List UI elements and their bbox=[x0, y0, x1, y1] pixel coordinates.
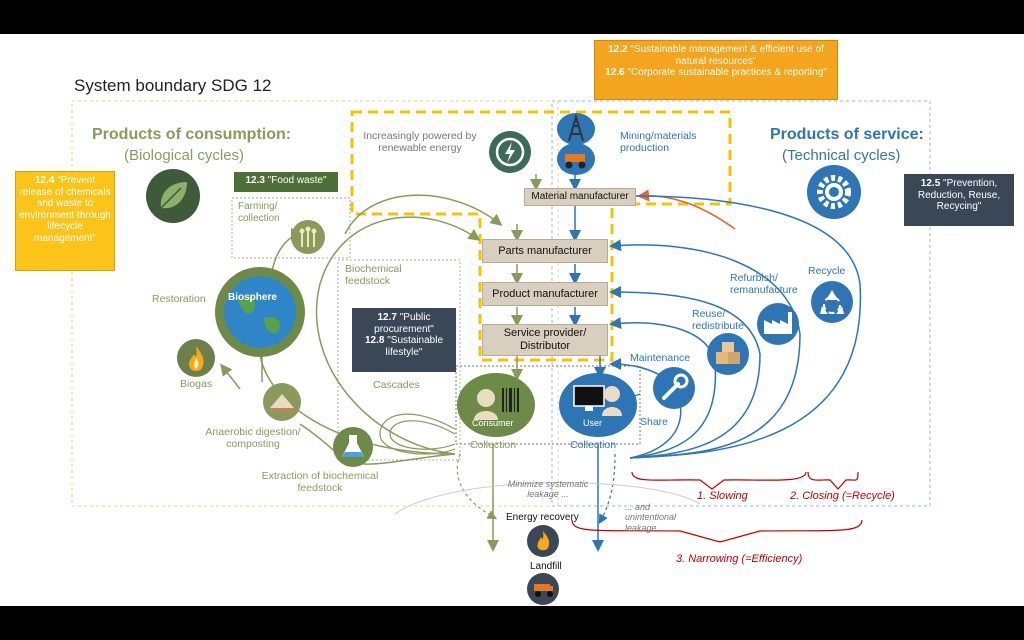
parts-manufacturer-box: Parts manufacturer bbox=[482, 239, 608, 263]
mining-label: Mining/materials production bbox=[620, 130, 697, 155]
landfill-truck-icon bbox=[527, 573, 559, 605]
callout-12-7-12-8: 12.7 "Public procurement" 12.8 "Sustaina… bbox=[352, 308, 456, 372]
extraction-label: Extraction of biochemical feedstock bbox=[261, 470, 379, 495]
callout-12-5: 12.5 "Prevention, Reduction, Reuse, Recy… bbox=[904, 174, 1014, 226]
product-manufacturer-box: Product manufacturer bbox=[482, 282, 608, 306]
reuse-label: Reuse/ redistribute bbox=[692, 308, 744, 333]
callout-12-4-text: "Prevent release of chemicals and waste … bbox=[19, 175, 111, 244]
leaf-icon bbox=[146, 169, 200, 223]
callout-12-8-number: 12.8 bbox=[364, 335, 385, 346]
farming-label: Farming/ collection bbox=[238, 201, 280, 224]
consumer-label: Consumer bbox=[472, 418, 514, 428]
computer-icon bbox=[559, 373, 637, 437]
right-subheading: (Technical cycles) bbox=[782, 147, 901, 164]
callout-12-6-number: 12.6 bbox=[605, 67, 625, 78]
page-title: System boundary SDG 12 bbox=[74, 76, 272, 95]
energy-recovery-label: Energy recovery bbox=[506, 512, 579, 523]
flask-icon bbox=[333, 427, 373, 467]
collection-left-label: Collection bbox=[470, 439, 517, 451]
biogas-label: Biogas bbox=[180, 378, 213, 390]
callout-12-3-number: 12.3 bbox=[245, 175, 265, 186]
callout-12-2-number: 12.2 bbox=[608, 44, 628, 55]
callout-12-3-text: "Food waste" bbox=[267, 175, 327, 186]
closing-label: 2. Closing (=Recycle) bbox=[790, 490, 895, 502]
diagram-lines bbox=[71, 100, 931, 552]
globe-icon bbox=[215, 267, 305, 357]
narrowing-label: 3. Narrowing (=Efficiency) bbox=[676, 553, 803, 565]
left-subheading: (Biological cycles) bbox=[124, 147, 245, 164]
slide-canvas: System boundary SDG 12 bbox=[0, 34, 1024, 606]
mining-tower-icon bbox=[557, 113, 595, 145]
refurbish-label: Refurbish/ remanufacture bbox=[730, 272, 798, 297]
biological-boundary bbox=[71, 100, 559, 507]
callout-12-6-text: "Corporate sustainable practices & repor… bbox=[627, 67, 827, 78]
share-label: Share bbox=[640, 416, 669, 428]
restoration-label: Restoration bbox=[152, 293, 206, 305]
callout-12-7-text: "Public procurement" bbox=[374, 312, 434, 335]
unintentional-label: ... and unintentional leakage bbox=[625, 502, 677, 533]
energy-recovery-fire-icon bbox=[527, 525, 559, 557]
left-heading: Products of consumption: bbox=[92, 126, 292, 143]
biosphere-label: Biosphere bbox=[228, 292, 277, 303]
callout-12-5-number: 12.5 bbox=[920, 178, 941, 189]
service-provider-box: Service provider/ Distributor bbox=[482, 324, 608, 356]
slowing-label: 1. Slowing bbox=[697, 490, 748, 502]
anaerobic-label: Anaerobic digestion/ composting bbox=[205, 426, 301, 451]
callout-12-2-text: "Sustainable management & efficient use … bbox=[630, 44, 824, 67]
compost-icon bbox=[263, 383, 301, 421]
mining-truck-icon bbox=[557, 143, 595, 175]
callout-12-4: 12.4 "Prevent release of chemicals and w… bbox=[15, 171, 115, 271]
biochemical-feedstock-label: Biochemical feedstock bbox=[345, 263, 402, 288]
recycle-label: Recycle bbox=[808, 265, 846, 277]
barcode-icon bbox=[457, 373, 535, 437]
renewable-label: Increasingly powered by renewable energy bbox=[363, 130, 477, 155]
boxes-icon bbox=[707, 333, 749, 375]
minimize-label: Minimize systematic leakage ... bbox=[507, 479, 589, 500]
wrench-icon bbox=[653, 367, 695, 409]
recycle-icon bbox=[811, 281, 853, 323]
renewable-energy-icon bbox=[489, 131, 531, 173]
callout-12-4-number: 12.4 bbox=[34, 175, 55, 186]
collection-right-label: Collection bbox=[570, 439, 617, 451]
callout-12-7-number: 12.7 bbox=[377, 312, 397, 323]
callout-12-3: 12.3 "Food waste" bbox=[234, 172, 338, 192]
maintenance-label: Maintenance bbox=[630, 352, 691, 364]
callout-12-5-text: "Prevention, Reduction, Reuse, Recycing" bbox=[917, 178, 1001, 212]
callout-12-2-12-6: 12.2 "Sustainable management & efficient… bbox=[594, 40, 838, 100]
cascades-label: Cascades bbox=[373, 379, 420, 391]
material-manufacturer-box: Material manufacturer bbox=[524, 188, 636, 206]
factory-icon bbox=[757, 303, 799, 345]
landfill-label: Landfill bbox=[530, 561, 562, 572]
callout-12-8-text: "Sustainable lifestyle" bbox=[385, 335, 444, 358]
fire-icon bbox=[177, 339, 215, 377]
right-heading: Products of service: bbox=[770, 126, 924, 143]
gear-icon bbox=[807, 165, 861, 219]
wheat-icon bbox=[291, 220, 325, 254]
user-label: User bbox=[583, 418, 603, 428]
